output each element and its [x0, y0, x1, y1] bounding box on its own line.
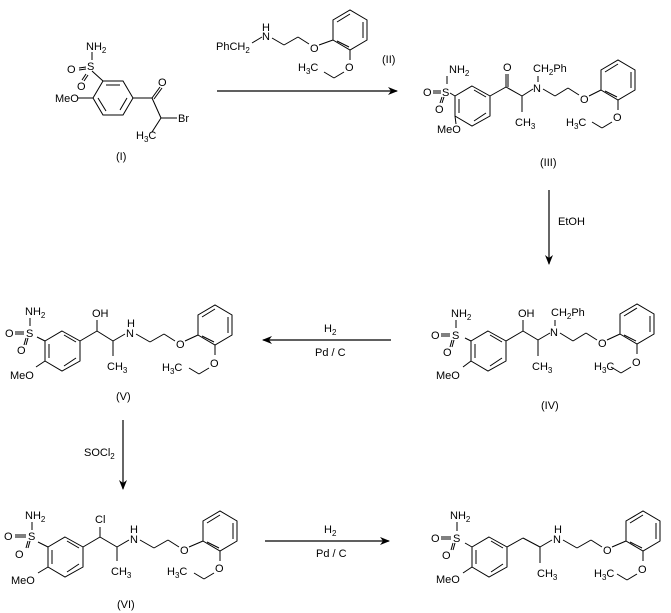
ether-oxygen-label: O: [580, 94, 589, 106]
benzyl-label: CH2Ph: [551, 307, 585, 321]
ethoxy-oxygen-label: O: [613, 112, 622, 124]
methyl-label: CH3: [537, 568, 558, 582]
oxygen-label: O: [431, 533, 440, 545]
ethyl-methyl-label: H3C: [162, 362, 182, 376]
oxygen-label: O: [443, 347, 452, 359]
benzyl-label: CH2Ph: [533, 63, 567, 77]
amine-label: N: [130, 534, 138, 546]
oxygen-label: O: [67, 64, 76, 76]
methyl-label: CH3: [515, 117, 536, 131]
methoxy-label: MeO: [55, 93, 79, 105]
nh2-label: NH2: [451, 308, 472, 322]
reagent-etoh: EtOH: [558, 216, 585, 228]
benzyl-label: PhCH2: [216, 41, 250, 55]
oxygen-label: O: [5, 328, 14, 340]
oxygen-label: O: [77, 81, 86, 93]
oxygen-label: O: [17, 345, 26, 357]
compound-label-V: (V): [116, 391, 131, 403]
compound-V: S NH2 O O MeO OH CH3 N H O O H3C (V): [5, 304, 233, 403]
oxygen-label: O: [15, 549, 24, 561]
compound-label-II: (II): [382, 54, 395, 66]
amine-label: N: [126, 328, 134, 340]
sulfur-label: S: [453, 533, 460, 545]
ethoxy-oxygen-label: O: [638, 564, 647, 576]
nh2-label: NH2: [25, 306, 46, 320]
methyl-label: H3C: [136, 130, 156, 144]
reagent-h2: H2: [324, 323, 337, 337]
amine-label: N: [553, 534, 561, 546]
nh2-label: NH2: [25, 510, 46, 524]
methyl-label: CH3: [107, 361, 128, 375]
ethyl-methyl-label: H3C: [594, 568, 614, 582]
ethoxy-oxygen-label: O: [632, 357, 641, 369]
sulfur-label: S: [442, 87, 449, 99]
compound-III: S NH2 O O MeO O CH3 N CH2Ph O O H3C: [423, 59, 636, 169]
ethoxy-oxygen-label: O: [215, 563, 224, 575]
oxygen-label: O: [4, 531, 13, 543]
ethyl-methyl-label: H3C: [167, 566, 187, 580]
oxygen-label: O: [435, 104, 444, 116]
reagent-II: PhCH2 N H O O H3C (II): [216, 9, 395, 79]
reagent-pdc: Pd / C: [316, 548, 347, 560]
compound-I: NH2 S O O MeO O Br H3C (I): [55, 41, 189, 163]
sulfur-label: S: [28, 531, 35, 543]
methyl-label: CH3: [111, 566, 132, 580]
ether-oxygen-label: O: [180, 545, 189, 557]
amine-h-label: H: [127, 318, 135, 330]
reagent-socl2: SOCl2: [84, 447, 115, 461]
methoxy-label: MeO: [436, 370, 460, 382]
amine-h-label: H: [262, 22, 270, 34]
ethoxy-oxygen-label: O: [210, 358, 219, 370]
compound-label-III: (III): [540, 157, 557, 169]
ketone-oxygen-label: O: [503, 62, 512, 74]
ketone-oxygen-label: O: [158, 77, 167, 89]
bromine-label: Br: [178, 113, 189, 125]
ethoxy-oxygen-label: O: [345, 62, 354, 74]
methoxy-label: MeO: [436, 574, 460, 586]
methoxy-label: MeO: [10, 370, 34, 382]
amine-label: N: [262, 31, 270, 43]
methoxy-label: MeO: [11, 575, 35, 587]
ether-oxygen-label: O: [603, 545, 612, 557]
oxygen-label: O: [431, 330, 440, 342]
ethyl-methyl-label: H3C: [566, 117, 586, 131]
nh2-label: NH2: [450, 510, 471, 524]
nh2-label: NH2: [86, 41, 107, 55]
compound-VII: S NH2 O O MeO CH3 N H O O H3C: [431, 510, 661, 586]
compound-VI: S NH2 O O MeO Cl CH3 N H O O H3C (VI): [4, 510, 238, 611]
reagent-h2: H2: [324, 524, 337, 538]
ethyl-methyl-label: H3C: [594, 361, 614, 375]
chloro-label: Cl: [95, 514, 105, 526]
oxygen-label: O: [423, 87, 432, 99]
sulfur-label: S: [87, 61, 94, 73]
ether-oxygen-label: O: [598, 338, 607, 350]
compound-label-VI: (VI): [117, 599, 135, 611]
amine-h-label: H: [554, 524, 562, 536]
methyl-label: CH3: [532, 361, 553, 375]
hydroxyl-label: OH: [518, 308, 535, 320]
reagent-pdc: Pd / C: [315, 347, 346, 359]
amine-h-label: H: [130, 524, 138, 536]
methoxy-label: MeO: [437, 124, 461, 136]
sulfur-label: S: [452, 330, 459, 342]
nh2-label: NH2: [449, 64, 470, 78]
amine-label: N: [533, 83, 541, 95]
oxygen-label: O: [442, 550, 451, 562]
sulfur-label: S: [26, 328, 33, 340]
hydroxyl-label: OH: [92, 308, 109, 320]
ether-oxygen-label: O: [176, 339, 185, 351]
compound-label-IV: (IV): [541, 400, 559, 412]
ether-oxygen-label: O: [310, 43, 319, 55]
methyl-label: H3C: [298, 62, 318, 76]
amine-label: N: [550, 327, 558, 339]
compound-IV: S NH2 O O MeO OH CH3 N CH2Ph O O H3C: [431, 303, 655, 412]
compound-label-I: (I): [116, 151, 126, 163]
